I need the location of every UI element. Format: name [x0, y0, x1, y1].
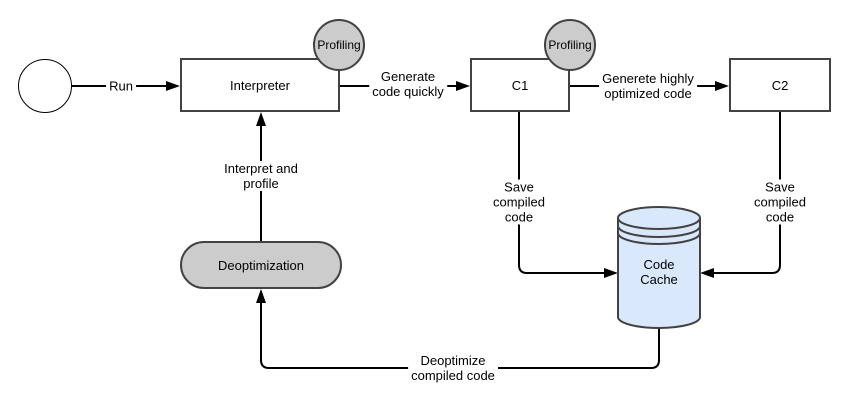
- edge-label-save-c2: Save compiled code: [750, 179, 810, 225]
- edge-label-generate-quickly: Generate code quickly: [369, 69, 447, 99]
- arrowhead-interpret-profile: [256, 112, 266, 126]
- c1-label: C1: [511, 77, 529, 93]
- edge-label-run: Run: [106, 78, 136, 94]
- database-cylinder-shape: [617, 206, 701, 329]
- arrowhead-generate-optimized: [715, 81, 729, 91]
- interpreter-label: Interpreter: [230, 77, 290, 93]
- code-cache-node: [617, 206, 701, 329]
- cylinder-ring-arc: [617, 225, 701, 238]
- profiling-badge-c1: Profiling: [544, 19, 596, 71]
- interpreter-node: Interpreter: [180, 58, 340, 112]
- edge-save-c1: [518, 112, 606, 274]
- arrowhead-save-c2: [700, 268, 714, 278]
- arrowhead-generate-quickly: [456, 81, 470, 91]
- c1-node: C1: [470, 58, 570, 112]
- arrowhead-deoptimize: [256, 289, 266, 303]
- profiling-label: Profiling: [317, 38, 361, 52]
- deoptimization-node: Deoptimization: [180, 241, 342, 289]
- code-cache-label: Code Cache: [640, 257, 678, 287]
- start-node: [18, 59, 72, 113]
- edge-label-interpret-profile: Interpret and profile: [221, 161, 301, 191]
- arrowhead-save-c1: [604, 268, 618, 278]
- edge-label-save-c1: Save compiled code: [489, 179, 549, 225]
- deoptimization-label: Deoptimization: [218, 257, 304, 273]
- edge-save-c2: [712, 112, 781, 274]
- cylinder-top-arc: [617, 217, 701, 230]
- profiling-badge-interpreter: Profiling: [313, 19, 365, 71]
- profiling-label: Profiling: [548, 38, 592, 52]
- c2-node: C2: [729, 58, 831, 112]
- c2-label: C2: [771, 77, 789, 93]
- arrowhead-run: [166, 81, 180, 91]
- cylinder-ring-arc: [617, 232, 701, 245]
- edge-label-deoptimize: Deoptimize compiled code: [408, 353, 498, 383]
- edge-label-generate-optimized: Generete highly optimized code: [599, 71, 697, 101]
